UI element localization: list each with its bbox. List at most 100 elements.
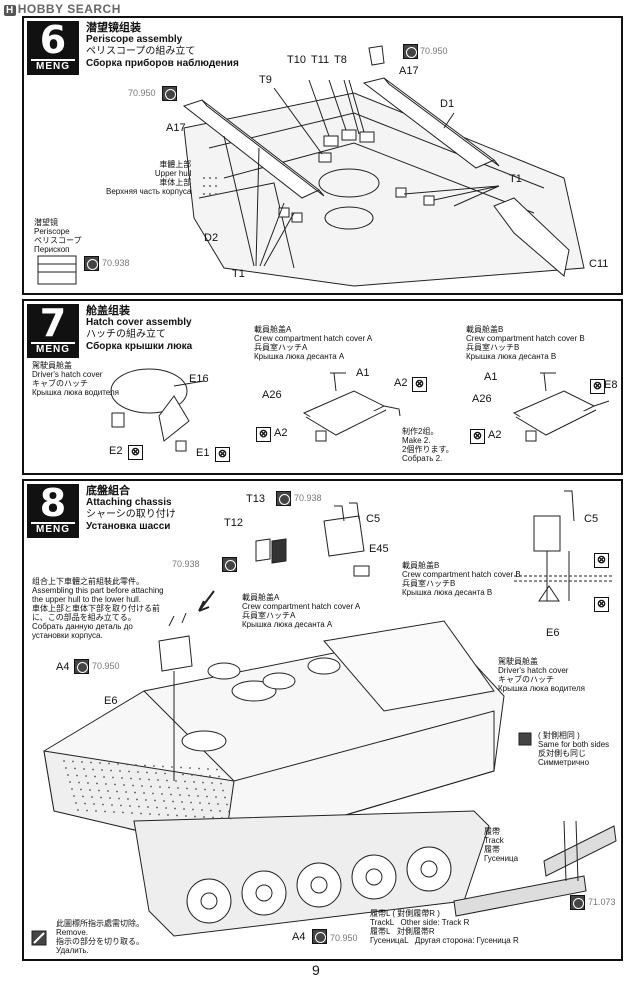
part-E16: E16 [189,373,209,385]
title-en: Attaching chassis [86,497,172,508]
armor-dot [184,780,186,783]
armor-dot [71,788,73,790]
armor-dot [118,797,120,800]
armor-dot [166,779,168,782]
armor-dot [122,811,124,814]
armor-dot [82,795,84,798]
step-number: 8 [39,481,67,525]
hatch-a-label: 載員舱盖A Crew compartment hatch cover A 兵員室… [254,325,373,361]
armor-dot [80,788,82,791]
armor-dot [222,789,224,792]
armor-dot [219,810,221,812]
armor-dot [149,813,151,815]
armor-dot [173,773,175,775]
armor-dot [144,764,146,767]
cement-icon [276,491,291,506]
armor-dot [212,816,214,819]
armor-dot [228,810,230,813]
armor-dot [135,764,137,766]
part-E45: E45 [369,543,389,555]
part-A2: A2 [488,429,502,441]
part-A4: A4 [56,661,70,673]
armor-dot [226,803,228,806]
step-6-badge: 6 MENG [27,21,79,75]
part-D2: D2 [204,232,219,244]
remove-icon: ⊗ [412,377,427,392]
armor-dot [162,765,164,768]
part-C5: C5 [584,513,599,525]
armor-dot [168,786,170,789]
armor-dot [153,765,155,767]
armor-dot [159,786,161,788]
armor-dot [78,781,80,784]
armor-dot [147,806,149,808]
title-ru: Сборка приборов наблюдения [86,58,239,69]
armor-dot [77,809,79,811]
armor-dot [91,796,93,798]
part-C11: C11 [589,258,609,270]
armor-dot [136,798,138,801]
step-7-badge: 7 MENG [27,304,79,358]
armor-dot [67,774,69,776]
armor-dot [170,793,172,796]
part-A2: A2 [274,427,288,439]
title-ru: Установка шасси [86,521,171,532]
part-A1: A1 [356,367,370,379]
armor-dot [94,775,96,778]
part-E2: E2 [109,445,123,457]
track-left-label: 履帶L ( 對側履帶R ) TrackL Other side: Track R… [370,909,519,945]
title-jp: ハッチの組み立て [86,329,166,340]
part-T12: T12 [224,517,243,529]
remove-icon: ⊗ [594,597,609,612]
armor-dot [191,774,193,776]
cement-icon [312,929,327,944]
armor-dot [76,774,78,777]
armor-dot [171,766,173,768]
title-jp: ペリスコープの組み立て [86,46,196,57]
armor-dot [201,809,203,811]
armor-dot [216,768,218,771]
part-A26: A26 [472,393,492,405]
title-cn: 底盤組合 [86,485,130,497]
step-8-badge: 8 MENG [27,484,79,538]
armor-dot [109,797,111,799]
part-A2: A2 [394,377,408,389]
armor-dot [163,800,165,802]
armor-dot [145,799,147,801]
code-71073: 71.073 [588,897,616,907]
armor-dot [224,796,226,799]
armor-dot [213,789,215,791]
armor-dot [92,768,94,771]
part-E6: E6 [104,695,118,707]
armor-dot [119,770,121,772]
armor-dot [81,761,83,763]
armor-dot [84,802,86,805]
armor-dot [198,767,200,770]
armor-dot [203,816,205,818]
armor-dot [86,809,88,812]
armor-dot [204,788,206,791]
armor-dot [154,799,156,802]
armor-dot [85,775,87,777]
step-7-titles: 舱盖组装 Hatch cover assembly ハッチの組み立て Сборк… [86,305,192,353]
armor-dot [120,804,122,807]
armor-dot [102,803,104,806]
armor-dot [73,795,75,797]
part-A26: A26 [262,389,282,401]
armor-dot [137,771,139,773]
driver-hatch-label: 駕駛員舱盖 Driver's hatch cover キャブのハッチ Крышк… [498,657,585,693]
armor-dot [112,776,114,779]
armor-dot [206,795,208,798]
armor-dot [134,791,136,794]
armor-dot [165,807,167,809]
armor-dot [221,817,223,819]
same-both-sides-note: ( 對側相同 ) Same for both sides 反対側も同じ Симм… [538,731,610,767]
armor-dot [121,777,123,779]
armor-dot [107,790,109,792]
page-number: 9 [312,962,320,978]
remove-icon: ⊗ [590,379,605,394]
armor-dot [181,801,183,803]
part-T1: T1 [232,268,245,280]
cement-icon [403,44,418,59]
armor-dot [176,814,178,817]
